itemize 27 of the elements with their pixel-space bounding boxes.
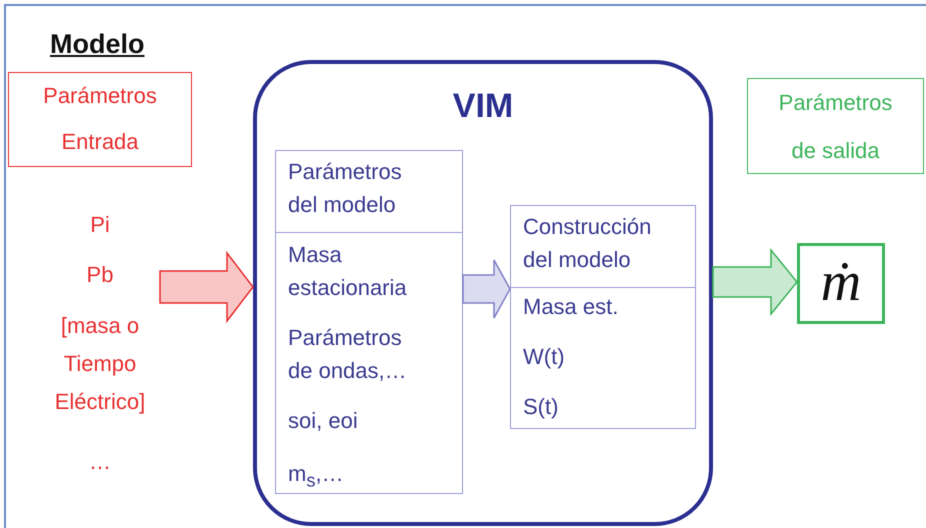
input-item: [masa o Tiempo Eléctrico] bbox=[54, 312, 146, 416]
output-parameters-box bbox=[747, 78, 924, 174]
input-item: … bbox=[88, 448, 112, 476]
box-heading: Parámetros del modelo bbox=[287, 158, 403, 219]
parameter-list-box bbox=[275, 150, 463, 494]
box-label: Parámetros Entrada bbox=[42, 82, 158, 156]
list-item: W(t) bbox=[522, 343, 566, 371]
block-arrow bbox=[712, 248, 798, 316]
list-item: Parámetros de ondas,… bbox=[287, 324, 408, 385]
list-item: Masa est. bbox=[522, 293, 620, 321]
model-construction-box bbox=[510, 205, 696, 429]
block-arrow bbox=[462, 259, 511, 319]
parameter-box bbox=[8, 72, 192, 167]
input-item: Pi bbox=[89, 211, 111, 239]
box-label: Parámetros de salida bbox=[778, 89, 894, 165]
result-box bbox=[797, 243, 885, 324]
block-arrow bbox=[159, 250, 254, 324]
list-item: m$_{s}$,… bbox=[287, 460, 345, 492]
list-item: Masa estacionaria bbox=[287, 241, 408, 302]
mass-flow-symbol: ṁ bbox=[820, 250, 862, 315]
list-item: S(t) bbox=[522, 393, 560, 421]
diagram-title: Modelo bbox=[50, 28, 144, 61]
input-item: Pb bbox=[86, 261, 114, 289]
list-item: soi, eoi bbox=[287, 407, 359, 435]
box-heading: Construcción del modelo bbox=[522, 213, 652, 274]
container-heading: VIM bbox=[452, 86, 514, 127]
process-container bbox=[253, 60, 713, 526]
